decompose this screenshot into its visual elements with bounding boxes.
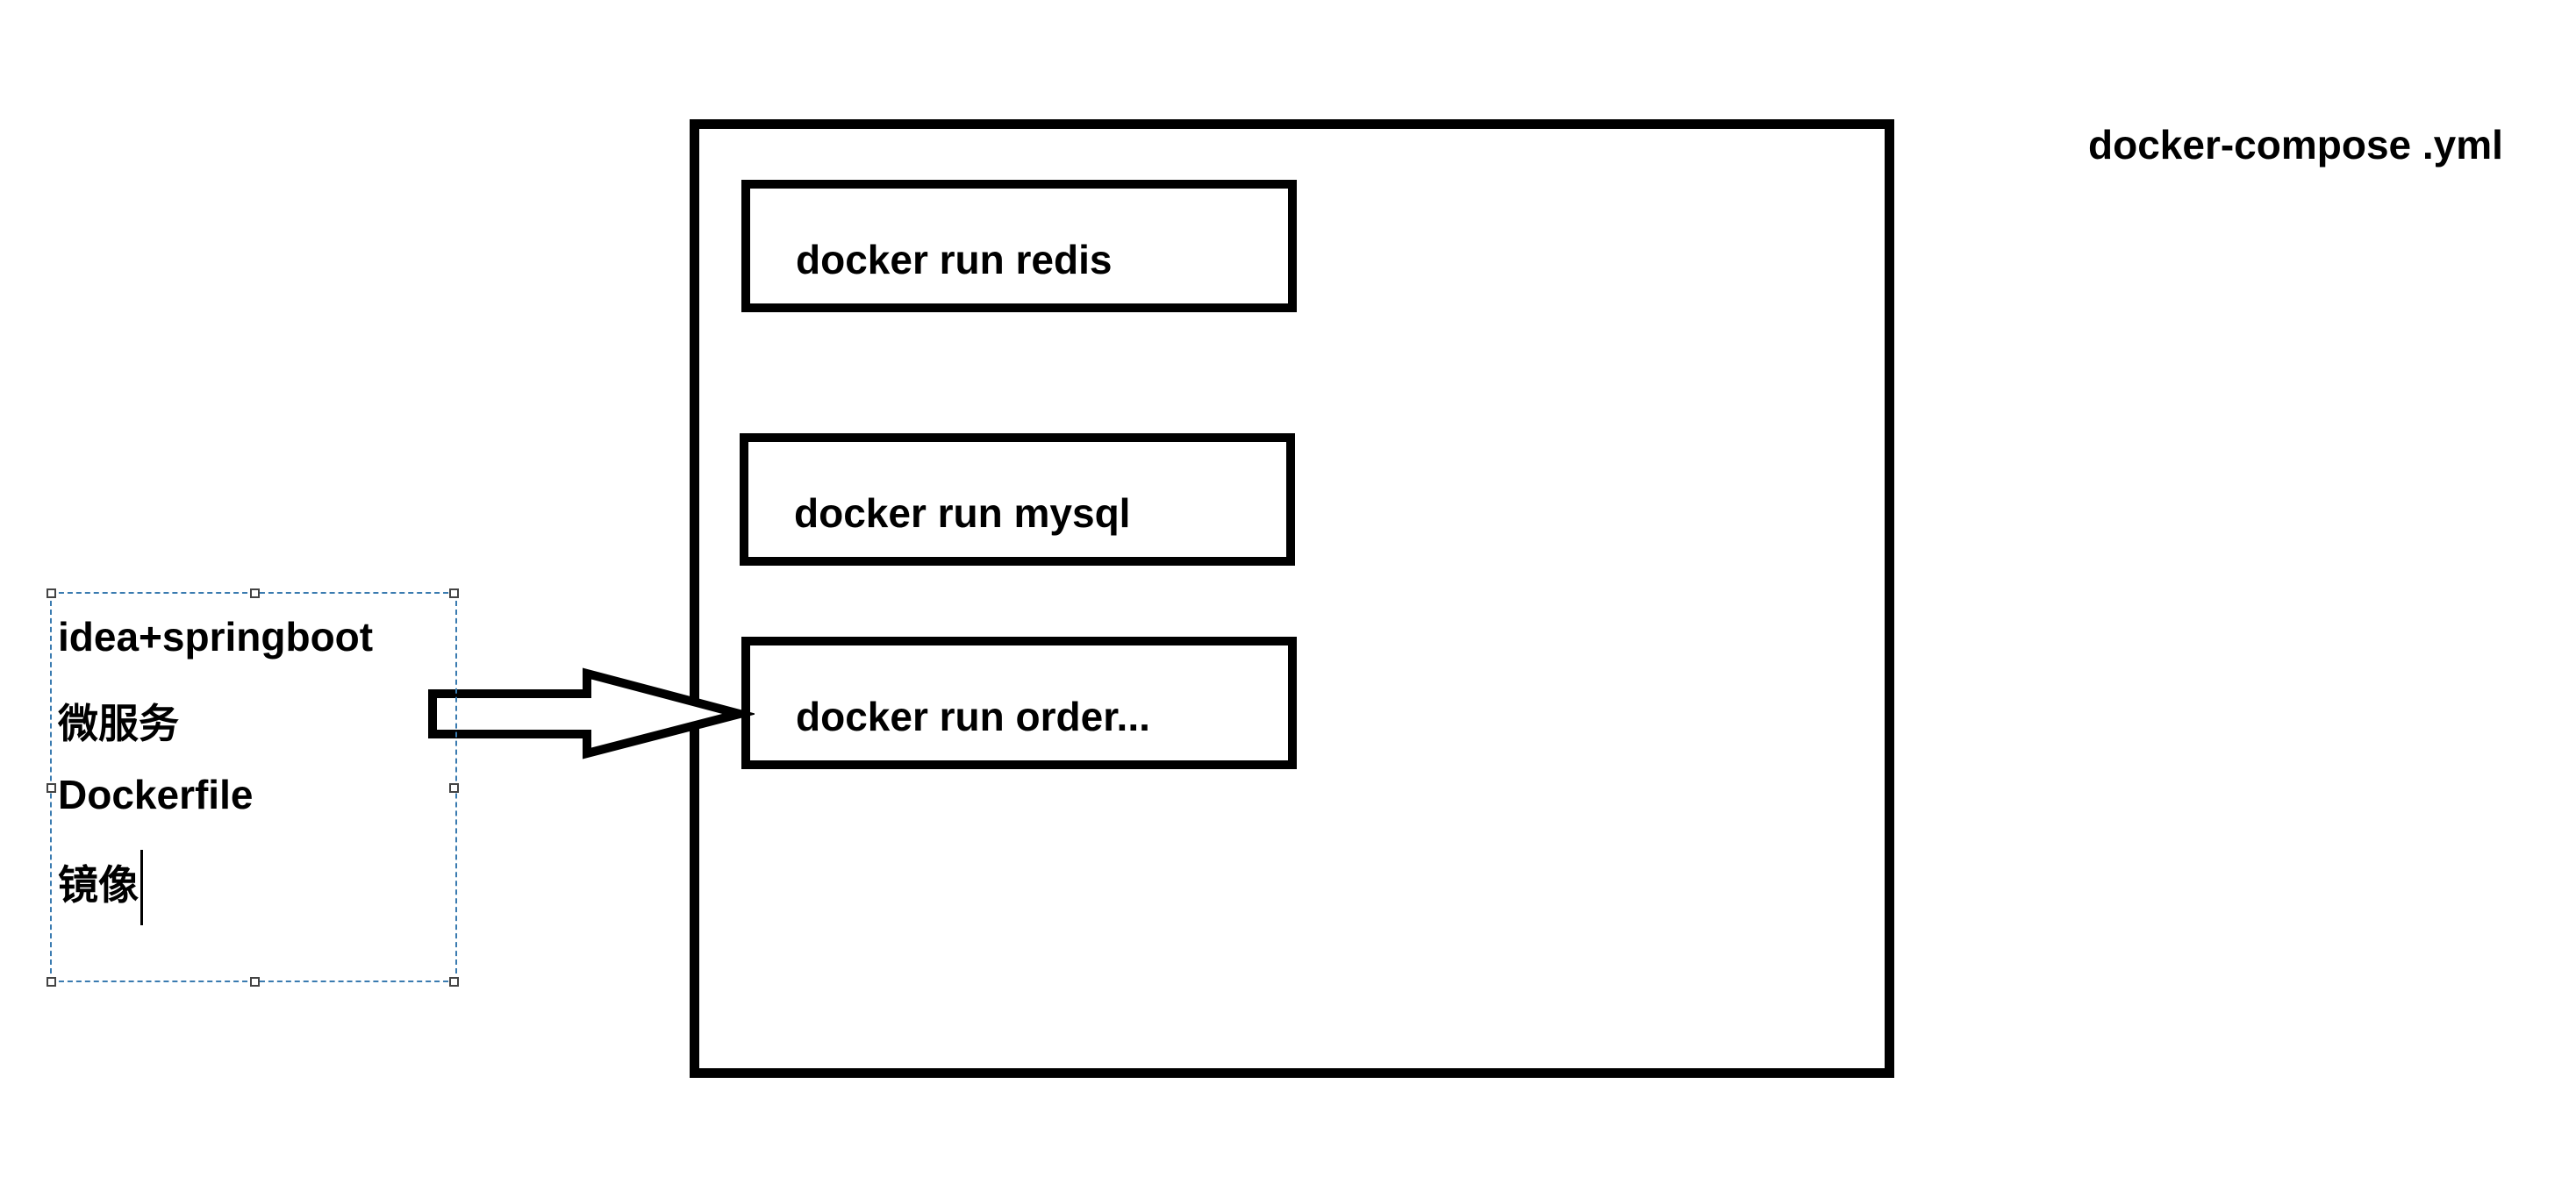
command-text-redis: docker run redis	[796, 237, 1113, 282]
right-arrow-icon[interactable]	[421, 662, 755, 767]
compose-container-frame[interactable]	[690, 119, 1894, 1078]
resize-handle-middle-right[interactable]	[449, 783, 459, 793]
docker-compose-label: docker-compose .yml	[2088, 122, 2503, 168]
text-caret	[140, 850, 143, 925]
command-box-redis[interactable]: docker run redis	[741, 180, 1297, 312]
command-text-mysql: docker run mysql	[794, 490, 1131, 536]
resize-handle-bottom-middle[interactable]	[250, 977, 260, 987]
resize-handle-middle-left[interactable]	[47, 783, 56, 793]
text-line-idea-springboot[interactable]: idea+springboot	[58, 614, 374, 660]
resize-handle-top-middle[interactable]	[250, 588, 260, 598]
resize-handle-bottom-right[interactable]	[449, 977, 459, 987]
text-line-image[interactable]: 镜像	[58, 850, 143, 925]
command-text-order: docker run order...	[796, 694, 1150, 739]
text-line-microservice[interactable]: 微服务	[58, 701, 179, 746]
text-line-image-label: 镜像	[58, 862, 139, 908]
command-box-mysql[interactable]: docker run mysql	[740, 433, 1295, 566]
text-line-dockerfile[interactable]: Dockerfile	[58, 772, 254, 817]
selected-text-box[interactable]: idea+springboot 微服务 Dockerfile 镜像	[47, 588, 459, 987]
command-box-order[interactable]: docker run order...	[741, 637, 1297, 769]
resize-handle-top-left[interactable]	[47, 588, 56, 598]
resize-handle-bottom-left[interactable]	[47, 977, 56, 987]
resize-handle-top-right[interactable]	[449, 588, 459, 598]
